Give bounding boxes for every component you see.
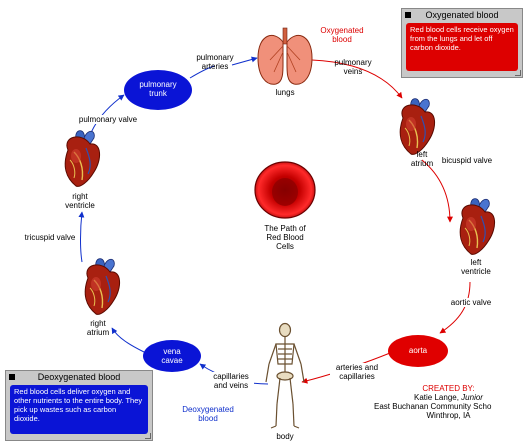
pulmonary-valve-label: pulmonary valve	[76, 115, 140, 124]
center-title-line-3: Cells	[252, 242, 318, 251]
credits-school: East Buchanan Community Scho	[372, 402, 525, 411]
arteries-capillaries-line-2: capillaries	[330, 372, 384, 381]
lungs-label: lungs	[268, 88, 302, 97]
pulmonary-veins-label: pulmonary veins	[328, 58, 378, 76]
capillaries-veins-label: capillaries and veins	[208, 372, 254, 390]
center-title-line-2: Red Blood	[252, 233, 318, 242]
red-blood-cell-image	[255, 162, 315, 218]
right-ventricle-heart-image	[65, 131, 99, 187]
center-title: The Path of Red Blood Cells	[252, 224, 318, 251]
vena-cavae-label: vena cavae	[148, 347, 196, 365]
left-ventricle-label: left ventricle	[456, 258, 496, 276]
deoxygenated-line-2: blood	[178, 414, 238, 423]
deoxygenated-line-1: Deoxygenated	[178, 405, 238, 414]
left-atrium-heart-image	[400, 99, 434, 155]
capillaries-veins-line-2: and veins	[208, 381, 254, 390]
vena-cavae-line-1: vena	[148, 347, 196, 356]
credits-author: Katie Lange, Junior	[372, 393, 525, 402]
right-atrium-label: right atrium	[81, 319, 115, 337]
right-ventricle-line-1: right	[58, 192, 102, 201]
credits-name: Katie Lange,	[414, 393, 461, 402]
deoxygenated-note-body: Red blood cells deliver oxygen and other…	[10, 385, 148, 434]
oxygenated-blood-label: Oxygenated blood	[312, 26, 372, 44]
arrow-left-ventricle-to-aorta	[440, 282, 470, 333]
center-title-line-1: The Path of	[252, 224, 318, 233]
pulmonary-veins-line-2: veins	[328, 67, 378, 76]
oxygenated-line-1: Oxygenated	[312, 26, 372, 35]
aortic-valve-label: aortic valve	[443, 298, 499, 307]
body-label: body	[270, 432, 300, 441]
arrow-right-atrium-to-right-ventricle	[81, 212, 83, 262]
right-ventricle-line-2: ventricle	[58, 201, 102, 210]
arteries-capillaries-line-1: arteries and	[330, 363, 384, 372]
arrow-vena-cavae-to-right-atrium	[112, 328, 144, 352]
left-ventricle-line-1: left	[456, 258, 496, 267]
deoxygenated-note[interactable]: Deoxygenated blood Red blood cells deliv…	[5, 370, 153, 441]
capillaries-veins-line-1: capillaries	[208, 372, 254, 381]
left-atrium-line-2: atrium	[405, 159, 439, 168]
left-atrium-label: left atrium	[405, 150, 439, 168]
resize-grip-icon[interactable]	[515, 70, 521, 76]
pulmonary-arteries-label: pulmonary arteries	[190, 53, 240, 71]
oxygenated-note-title: Oxygenated blood	[402, 9, 522, 22]
credits-heading: CREATED BY:	[372, 384, 525, 393]
aorta-label: aorta	[398, 346, 438, 355]
deoxygenated-blood-label: Deoxygenated blood	[178, 405, 238, 423]
pulmonary-trunk-line-2: trunk	[130, 89, 186, 98]
vena-cavae-line-2: cavae	[148, 356, 196, 365]
right-ventricle-label: right ventricle	[58, 192, 102, 210]
pulmonary-trunk-line-1: pulmonary	[130, 80, 186, 89]
oxygenated-note-body: Red blood cells receive oxygen from the …	[406, 23, 518, 71]
right-atrium-line-1: right	[81, 319, 115, 328]
credits-grade: Junior	[461, 393, 483, 402]
oxygenated-line-2: blood	[312, 35, 372, 44]
lungs-image	[258, 28, 312, 84]
arrow-left-atrium-to-left-ventricle	[422, 160, 450, 222]
left-ventricle-line-2: ventricle	[456, 267, 496, 276]
bicuspid-valve-label: bicuspid valve	[437, 156, 497, 165]
pulmonary-veins-line-1: pulmonary	[328, 58, 378, 67]
resize-grip-icon[interactable]	[145, 433, 151, 439]
oxygenated-note[interactable]: Oxygenated blood Red blood cells receive…	[401, 8, 523, 78]
credits: CREATED BY: Katie Lange, Junior East Buc…	[372, 384, 525, 420]
tricuspid-valve-label: tricuspid valve	[20, 233, 80, 242]
left-ventricle-heart-image	[460, 199, 494, 255]
skeleton-body-image	[266, 324, 304, 429]
pulmonary-arteries-line-1: pulmonary	[190, 53, 240, 62]
right-atrium-line-2: atrium	[81, 328, 115, 337]
pulmonary-trunk-label: pulmonary trunk	[130, 80, 186, 98]
right-atrium-heart-image	[85, 259, 119, 315]
credits-town: Winthrop, IA	[372, 411, 525, 420]
arteries-capillaries-label: arteries and capillaries	[330, 363, 384, 381]
deoxygenated-note-title: Deoxygenated blood	[6, 371, 152, 384]
pulmonary-arteries-line-2: arteries	[190, 62, 240, 71]
left-atrium-line-1: left	[405, 150, 439, 159]
